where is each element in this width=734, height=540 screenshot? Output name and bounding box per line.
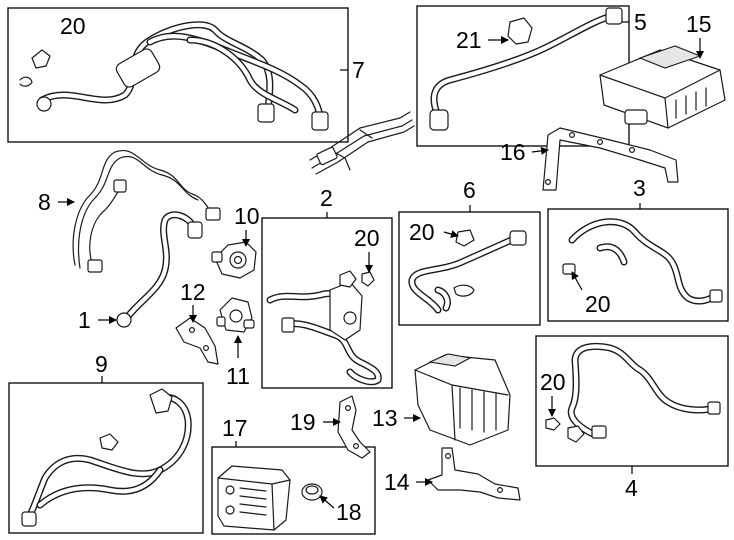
callout-4: 4 xyxy=(625,475,638,501)
coolant-pipe-assembly xyxy=(309,111,415,175)
group-box-7 xyxy=(7,7,349,143)
callout-20-group-4: 20 xyxy=(540,369,566,395)
hose-assembly-7 xyxy=(19,21,329,131)
callout-20-group-2: 20 xyxy=(354,225,380,251)
callout-21: 21 xyxy=(456,27,482,53)
cooler-17 xyxy=(217,465,291,531)
hose-3 xyxy=(562,218,723,305)
power-module-15 xyxy=(599,45,726,129)
leader-20c xyxy=(443,230,459,238)
callout-11: 11 xyxy=(226,363,250,389)
callout-10: 10 xyxy=(234,203,260,229)
bracket-19 xyxy=(337,395,371,459)
callout-20-group-6: 20 xyxy=(409,219,435,245)
callout-5: 5 xyxy=(634,9,647,35)
callout-2: 2 xyxy=(320,185,333,211)
hose-1 xyxy=(116,211,203,328)
callout-17: 17 xyxy=(222,415,248,441)
callout-13: 13 xyxy=(372,405,398,431)
leader-18 xyxy=(319,495,335,509)
bracket-12 xyxy=(175,317,219,365)
callout-7: 7 xyxy=(352,57,365,83)
leader-16 xyxy=(531,146,549,155)
callout-20-group-7: 20 xyxy=(60,13,86,39)
pipe-assembly-2 xyxy=(266,270,382,386)
hose-4 xyxy=(545,343,721,443)
group-box-3 xyxy=(547,208,729,322)
seal-ring-18 xyxy=(301,483,323,501)
callout-19: 19 xyxy=(290,409,316,435)
callout-6: 6 xyxy=(463,177,476,203)
leader-20d xyxy=(571,271,583,291)
control-module-13 xyxy=(414,353,511,446)
hose-assembly-9 xyxy=(21,388,192,527)
callout-8: 8 xyxy=(38,189,51,215)
bracket-14 xyxy=(427,447,521,501)
callout-14: 14 xyxy=(384,469,410,495)
hose-5 xyxy=(429,7,623,131)
group-box-4 xyxy=(535,335,729,467)
pipe-harness-8 xyxy=(72,149,221,273)
group-box-9 xyxy=(8,382,204,534)
pump-10 xyxy=(211,241,257,279)
bracket-16 xyxy=(542,127,679,191)
callout-12: 12 xyxy=(180,279,206,305)
callout-3: 3 xyxy=(633,175,646,201)
callout-20-group-3: 20 xyxy=(585,291,611,317)
callout-9: 9 xyxy=(95,351,108,377)
callout-16: 16 xyxy=(500,139,526,165)
hose-6 xyxy=(408,229,527,314)
callout-15: 15 xyxy=(686,11,712,37)
group-box-17 xyxy=(211,446,376,535)
callout-1: 1 xyxy=(78,307,91,333)
callout-18: 18 xyxy=(336,499,362,525)
valve-11 xyxy=(216,297,255,333)
